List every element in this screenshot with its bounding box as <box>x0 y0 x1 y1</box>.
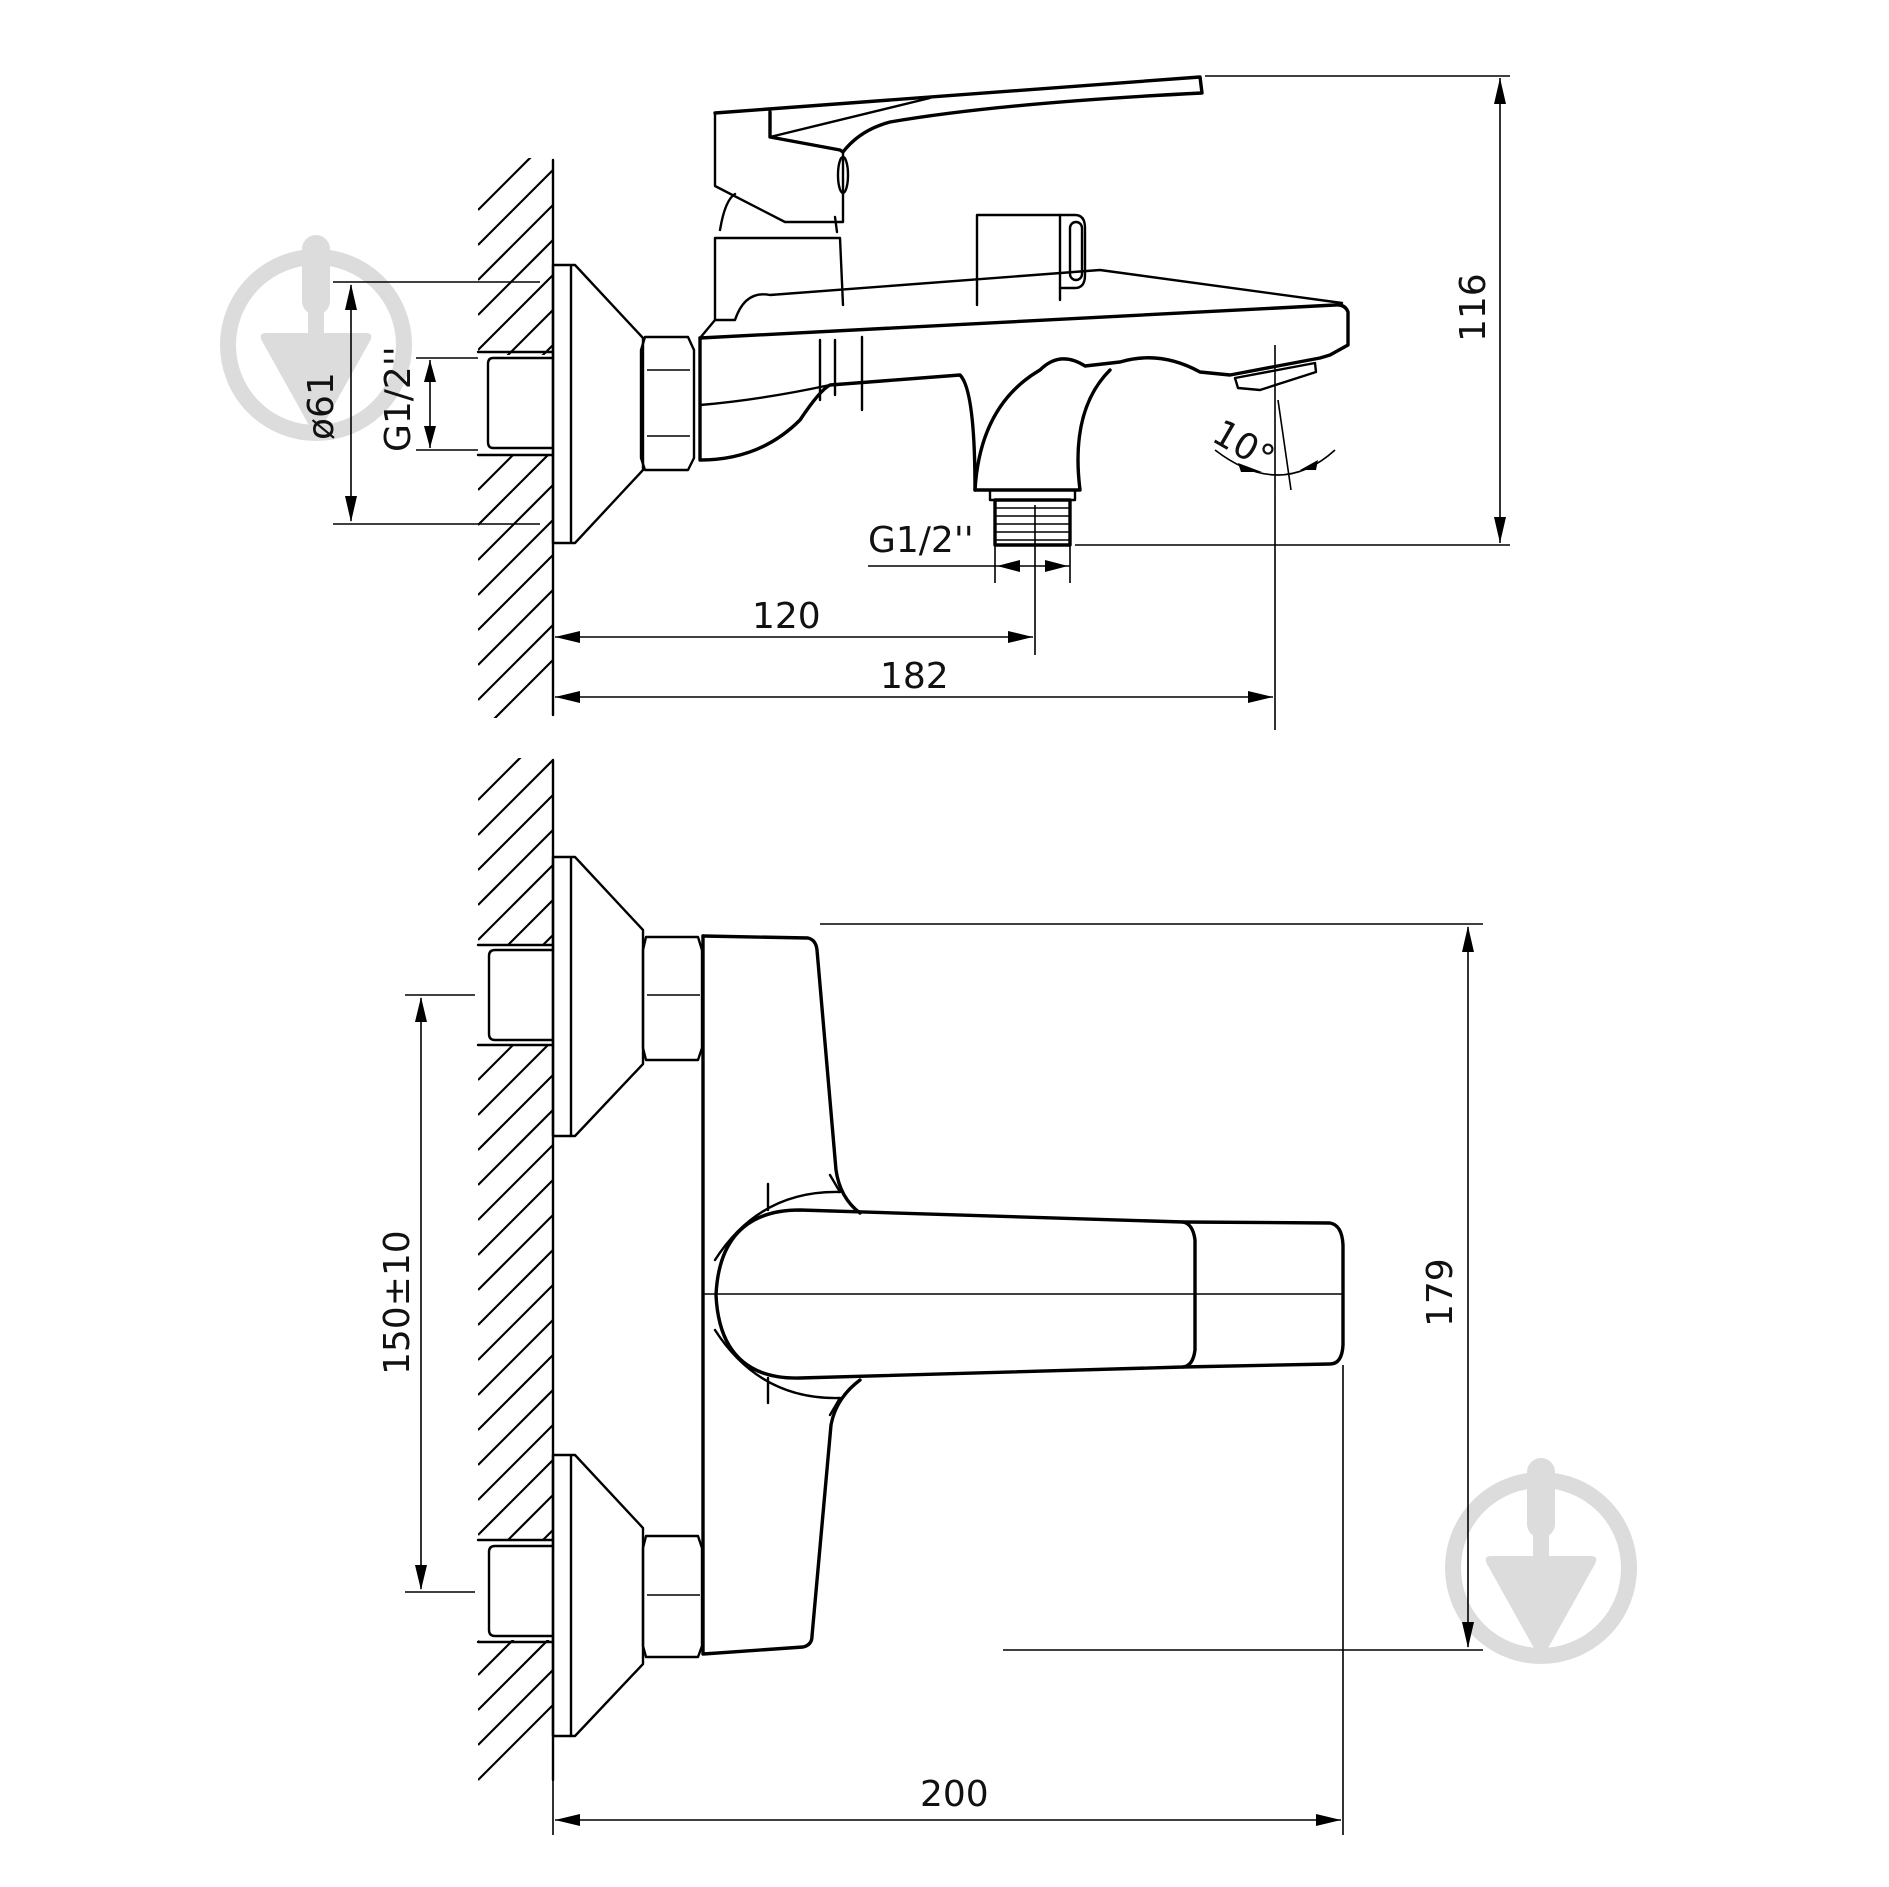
dim-outlet-thread: G1/2'' <box>868 520 974 561</box>
dim-outlet-projection: 120 <box>752 596 821 637</box>
dim-inlet-spacing: 150±10 <box>377 1230 418 1375</box>
dim-spout-projection: 182 <box>880 656 949 697</box>
side-view: ø61 G1/2'' 116 10° G1/2'' 120 182 <box>301 75 1510 730</box>
watermark-bottom-right <box>1453 1458 1629 1656</box>
dim-inlet-thread: G1/2'' <box>378 346 419 452</box>
dim-height: 116 <box>1453 273 1494 342</box>
dim-handle-length: 200 <box>920 1774 989 1815</box>
wall-hatching-top <box>478 158 553 718</box>
front-view: 150±10 179 200 <box>377 758 1483 1835</box>
dim-body-height: 179 <box>1420 1258 1461 1327</box>
dim-flange-diameter: ø61 <box>301 372 342 440</box>
dim-spout-angle: 10° <box>1206 412 1282 479</box>
